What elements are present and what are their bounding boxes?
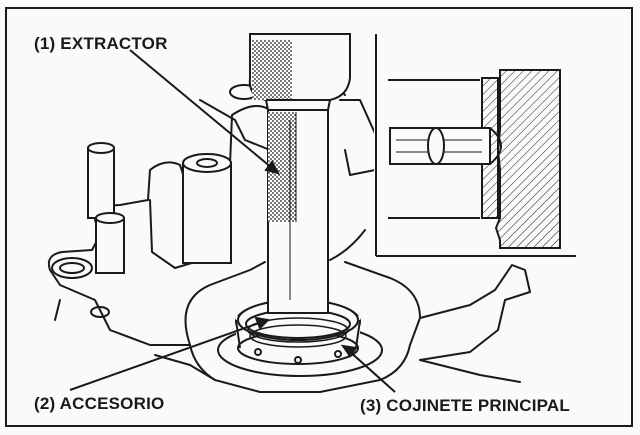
studs: [87, 142, 232, 274]
label-accesorio: (2) ACCESORIO: [34, 394, 165, 413]
outer-border: [5, 7, 633, 427]
label-cojinete-principal: (3) COJINETE PRINCIPAL: [360, 396, 570, 415]
extractor-tool: [248, 33, 351, 314]
inset-detail: [374, 34, 576, 257]
leader-lines: [69, 49, 396, 393]
bolt-holes: [51, 84, 259, 318]
label-extractor: (1) EXTRACTOR: [34, 34, 168, 53]
